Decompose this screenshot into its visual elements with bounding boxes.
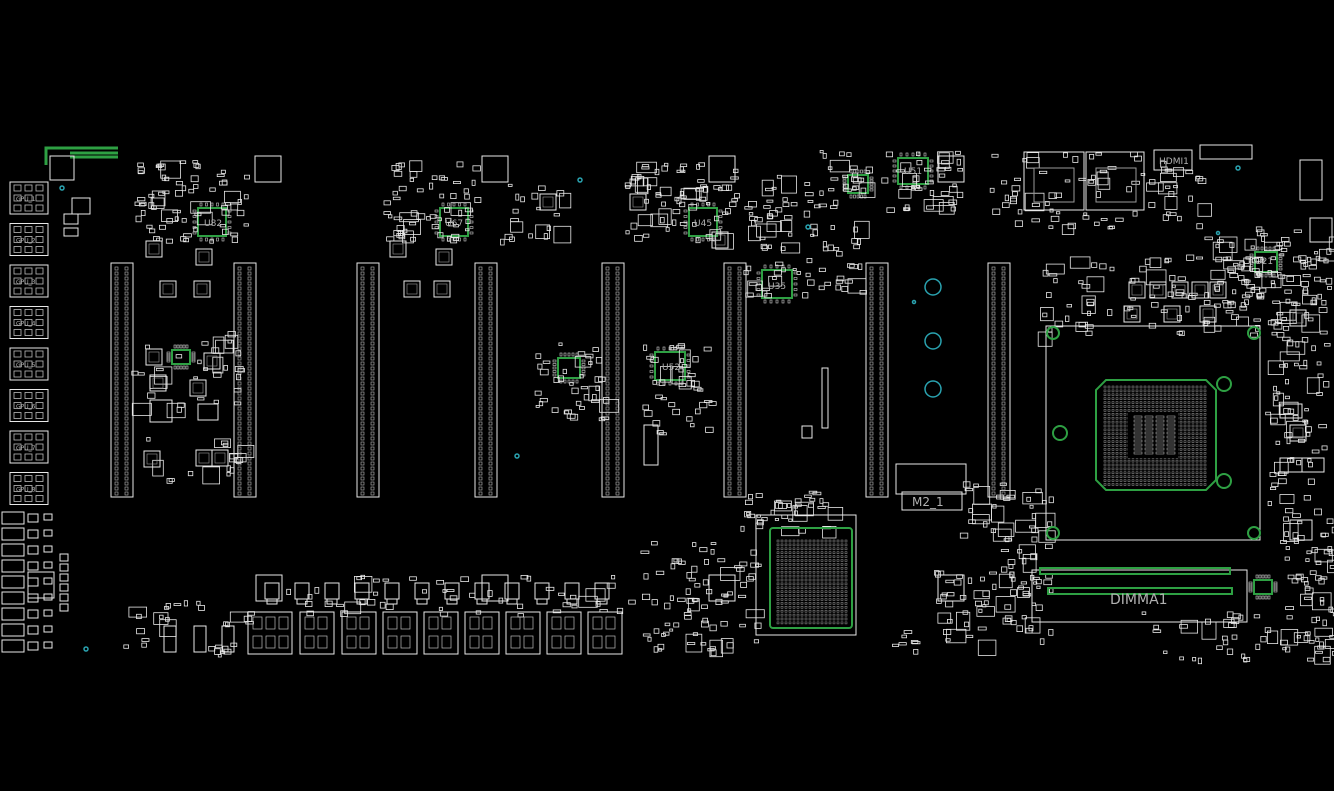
label-u51: U51 xyxy=(904,167,922,177)
gpu-side-label: GPU_6 xyxy=(16,404,36,411)
label-u52: U52 xyxy=(662,363,680,373)
dimm-label: DIMMA1 xyxy=(1110,592,1168,608)
label-u35: U35 xyxy=(768,282,786,292)
label-u45: U45 xyxy=(694,219,712,229)
gpu-side-label: GPU_7 xyxy=(16,445,36,452)
gpu-side-label: GPU_8 xyxy=(16,487,36,494)
label-u67: U67 xyxy=(445,219,463,229)
gpu-side-label: GPU_4 xyxy=(16,321,36,328)
gpu-side-label: GPU_1 xyxy=(16,196,36,203)
m2-label: M2_1 xyxy=(912,495,944,509)
label-u21: U21 xyxy=(1255,257,1273,267)
gpu-side-label: GPU_3 xyxy=(16,279,36,286)
label-u82: U82 xyxy=(204,219,222,229)
gpu-side-label: GPU_5 xyxy=(16,362,36,369)
gpu-side-label: GPU_2 xyxy=(16,238,36,245)
hdmi-label: HDMI1 xyxy=(1159,157,1189,167)
